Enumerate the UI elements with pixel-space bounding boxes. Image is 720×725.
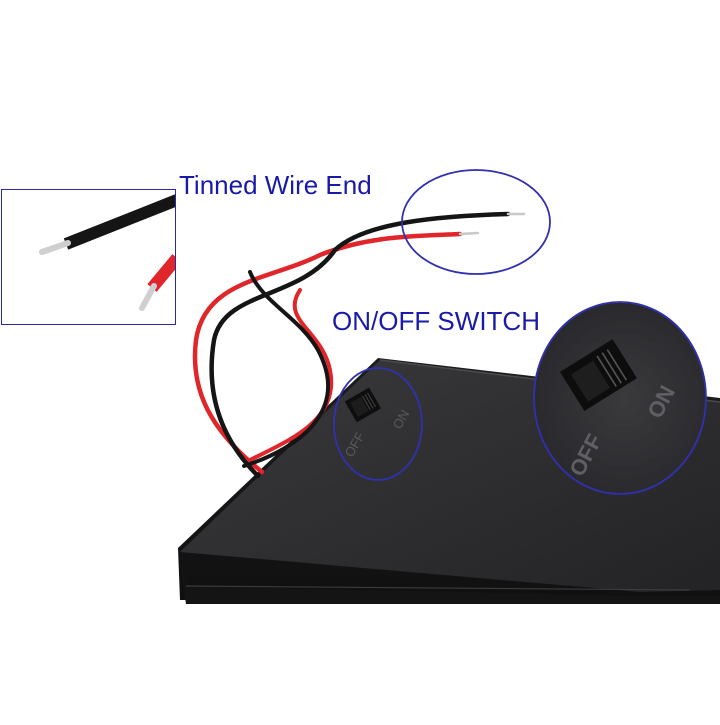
switch-callout-circle (333, 367, 423, 481)
red-tinned-end (458, 231, 480, 236)
black-wire (209, 211, 511, 479)
switch-label: ON/OFF SWITCH (332, 306, 540, 336)
red-wire (192, 231, 463, 475)
wire-end-inset (1, 189, 176, 325)
black-wire-loop (242, 270, 331, 468)
wires (192, 211, 526, 479)
wire-end-label: Tinned Wire End (179, 170, 372, 200)
red-wire-loop (248, 288, 334, 462)
wire-end-closeup (39, 194, 175, 311)
zoomed-switch: OFF ON (533, 301, 707, 495)
wire-end-callout-circle (401, 169, 551, 275)
